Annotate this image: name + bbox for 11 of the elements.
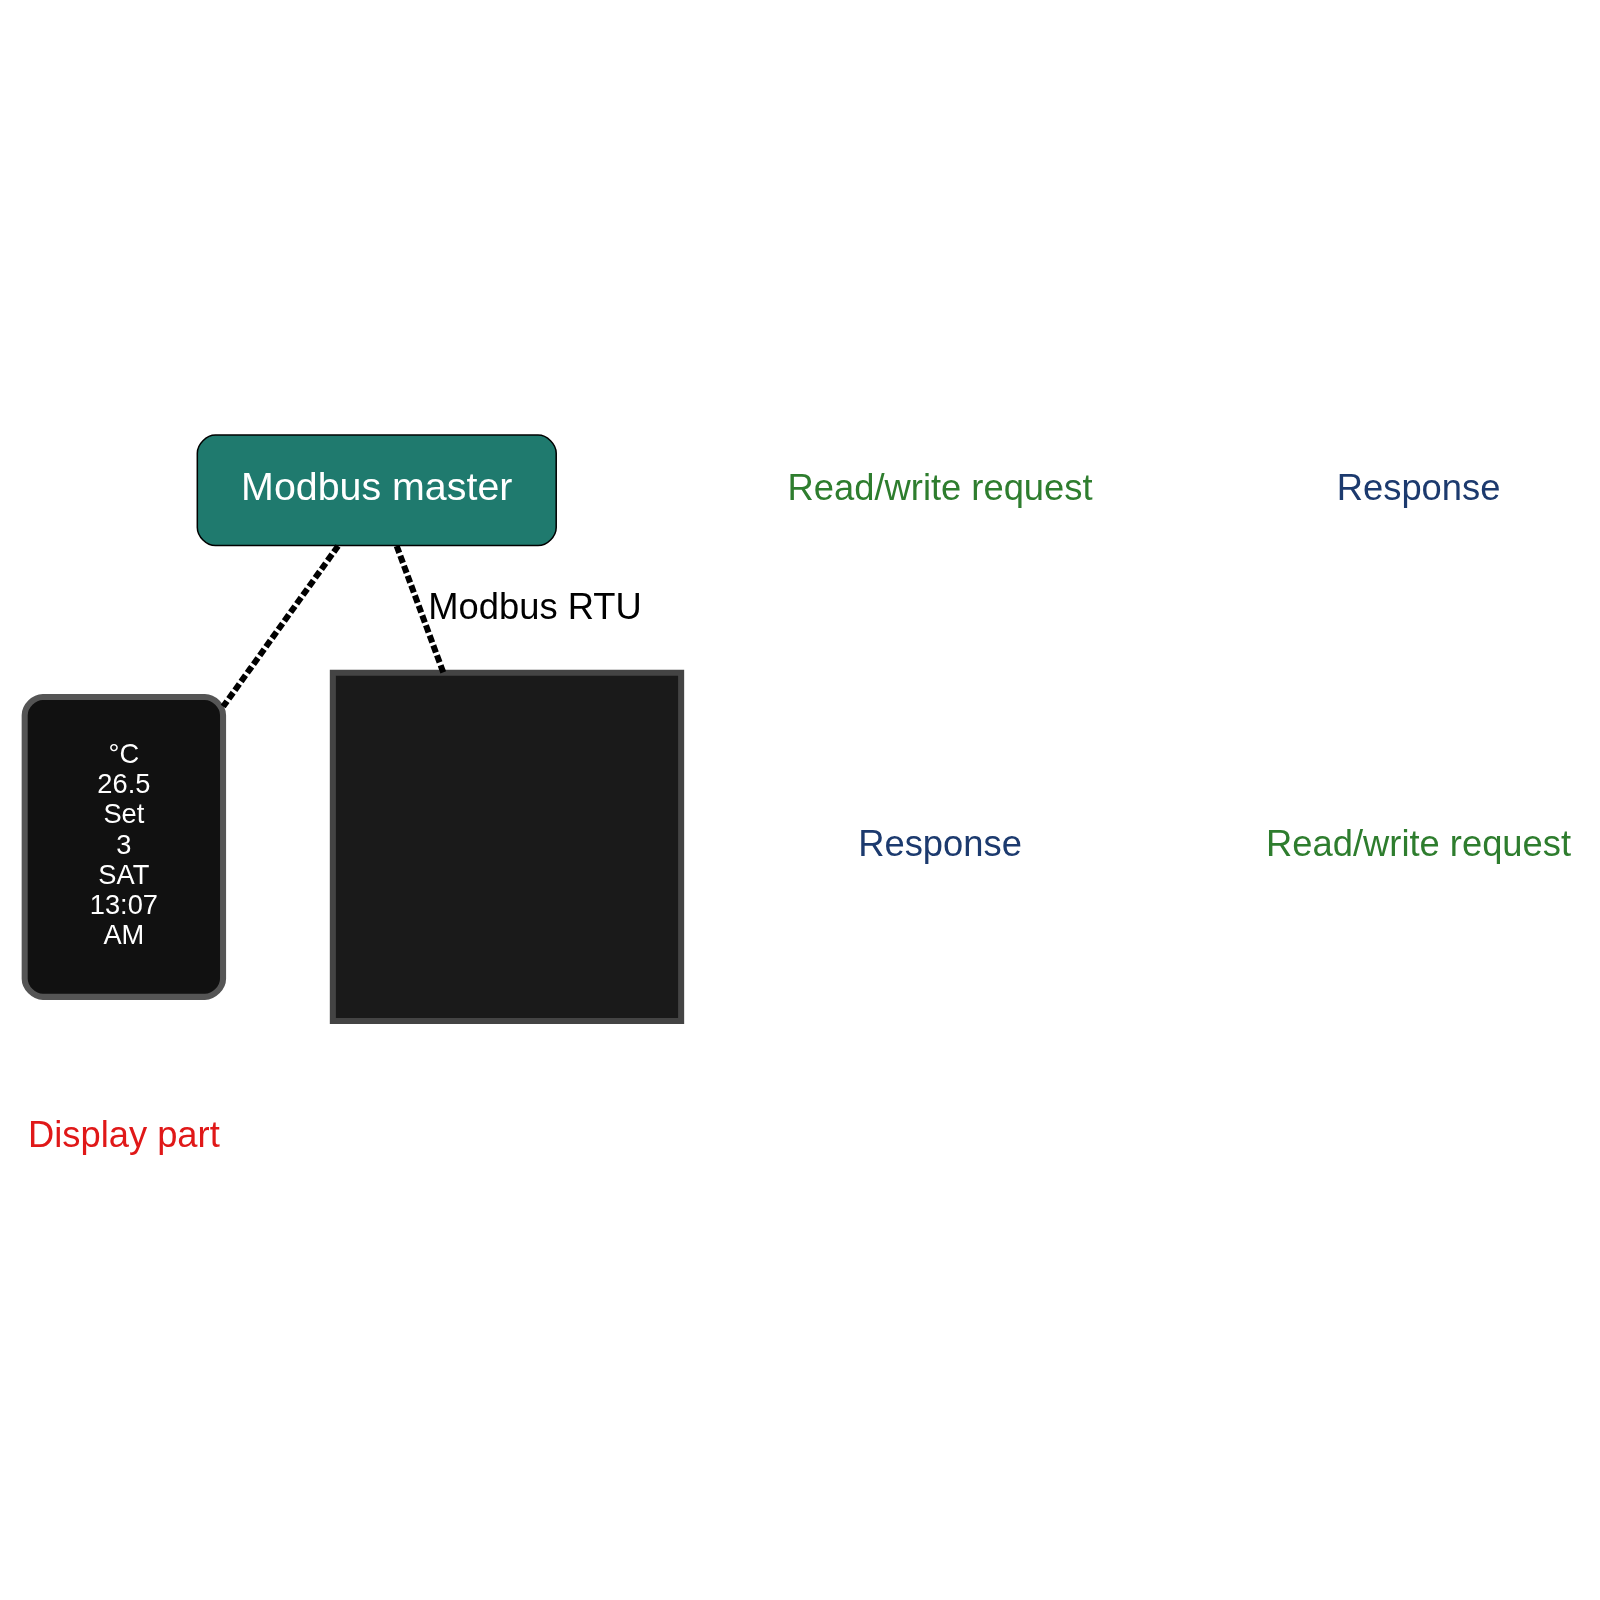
node-box: Modbus master (196, 434, 557, 547)
label: Response (858, 823, 1022, 865)
label: Response (1336, 466, 1501, 508)
edge-label: Modbus RTU (428, 585, 642, 627)
label: Read/write request (787, 466, 1093, 508)
node-box: °C 26.5 Set 3 SAT 13:07 AM (21, 694, 227, 1000)
label: Read/write request (1266, 823, 1572, 865)
label: Display part (27, 1114, 220, 1156)
connector (393, 544, 447, 674)
connector (220, 544, 341, 709)
node-box (329, 669, 685, 1025)
